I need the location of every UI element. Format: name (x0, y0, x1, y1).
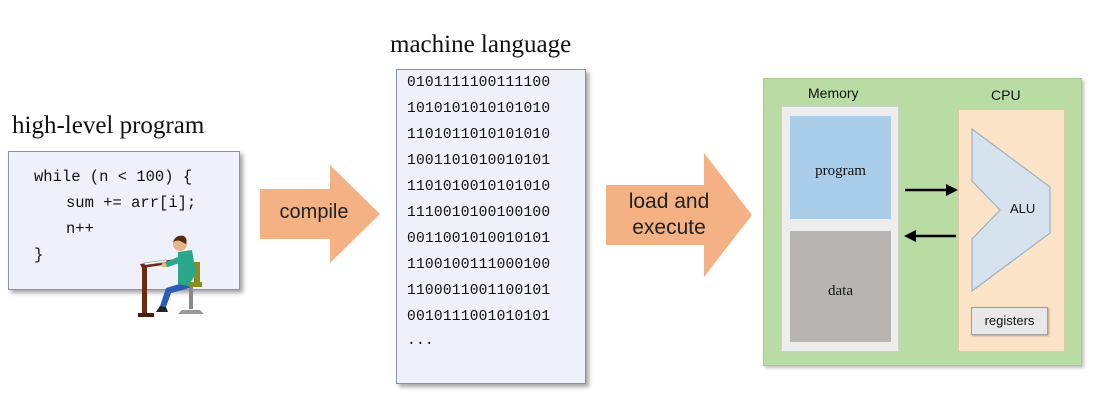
load-execute-arrow (606, 153, 752, 277)
memory-label: Memory (808, 85, 859, 101)
binary-line: 1010101010101010 (407, 101, 551, 117)
alu-shape (971, 127, 1051, 293)
compile-label: compile (279, 201, 349, 223)
registers-box: registers (971, 307, 1048, 335)
programmer-at-desk-icon (138, 235, 204, 317)
machine-title: machine language (390, 31, 572, 58)
memory-cpu-arrows (904, 184, 958, 242)
binary-line: 1110010100100100 (407, 205, 551, 221)
cpu-label: CPU (991, 87, 1021, 103)
alu-label: ALU (1010, 201, 1036, 216)
data-region (790, 231, 891, 342)
binary-line: 0011001010010101 (407, 231, 551, 247)
compile-arrow (260, 165, 380, 263)
machine-code-panel: 0101111100111100 1010101010101010 110101… (396, 69, 586, 384)
binary-line: 1001101010010101 (407, 153, 551, 169)
code-line: } (34, 246, 44, 264)
binary-line: 0101111100111100 (407, 75, 551, 91)
binary-line: 1100100111000100 (407, 257, 551, 273)
code-line: while (n < 100) { (34, 168, 193, 186)
binary-line: 1101011010101010 (407, 127, 551, 143)
binary-line: 0010111001010101 (407, 309, 551, 325)
code-line: n++ (66, 220, 94, 238)
binary-ellipsis: ... (407, 333, 434, 349)
source-code-panel: while (n < 100) { sum += arr[i]; n++ } (8, 151, 240, 290)
program-label: program (815, 163, 866, 179)
load-label: load and (628, 190, 710, 213)
data-label: data (828, 283, 853, 299)
source-title: high-level program (12, 112, 205, 139)
binary-line: 1101010010101010 (407, 179, 551, 195)
program-region (790, 116, 891, 219)
execute-label: execute (632, 216, 706, 239)
load-execute-label: load and execute (606, 189, 732, 241)
binary-line: 1100011001100101 (407, 283, 551, 299)
code-line: sum += arr[i]; (66, 194, 197, 212)
